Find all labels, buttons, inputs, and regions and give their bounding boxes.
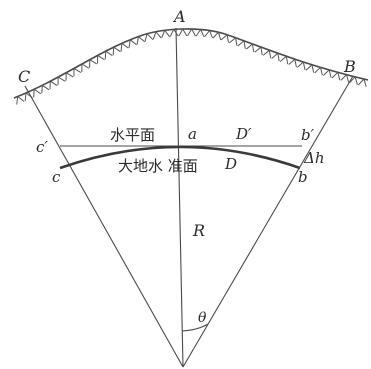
terrain-hatch-tick bbox=[331, 71, 339, 79]
label-geoid: 大地水 准面 bbox=[118, 157, 198, 175]
terrain-hatch-tick bbox=[323, 69, 330, 76]
terrain-hatch-tick bbox=[302, 61, 306, 71]
terrain-hatch-tick bbox=[129, 39, 137, 46]
terrain-hatch-tick bbox=[17, 96, 25, 102]
terrain-hatch-tick bbox=[73, 67, 82, 74]
terrain-hatch-tick bbox=[268, 50, 272, 59]
radial-line-oc bbox=[24, 85, 184, 368]
terrain-hatch-tick bbox=[113, 46, 121, 53]
terrain-hatch-tick bbox=[155, 31, 162, 39]
terrain-hatch-tick bbox=[65, 72, 74, 78]
terrain-hatch-tick bbox=[138, 36, 145, 43]
terrain-hatch-tick bbox=[245, 43, 253, 50]
terrain-hatch-tick bbox=[41, 85, 43, 94]
label-point-b-prime: b′ bbox=[301, 126, 315, 144]
angle-arc bbox=[181, 323, 209, 332]
terrain-hatch-tick bbox=[146, 33, 154, 40]
terrain-hatch-tick bbox=[297, 61, 304, 68]
terrain-hatch-tick bbox=[220, 34, 228, 41]
terrain-hatch-tick bbox=[187, 28, 193, 37]
terrain-hatch-tick bbox=[337, 72, 341, 81]
terrain-hatch-tick bbox=[229, 37, 236, 44]
terrain-hatch-tick bbox=[97, 54, 105, 61]
label-distance-D: D bbox=[224, 155, 237, 173]
terrain-hatch-tick bbox=[363, 78, 367, 87]
terrain-hatch-tick bbox=[279, 55, 287, 62]
terrain-hatch-tick bbox=[161, 30, 166, 38]
terrain-hatch-tick bbox=[209, 30, 213, 39]
terrain-hatch-tick bbox=[178, 28, 184, 37]
label-point-B: B bbox=[343, 57, 356, 76]
terrain-hatch-tick bbox=[33, 88, 42, 95]
terrain-hatch-tick bbox=[182, 28, 188, 37]
terrain-hatch-tick bbox=[346, 74, 350, 83]
terrain-hatch-tick bbox=[314, 66, 321, 74]
terrain-hatch-tick bbox=[285, 56, 289, 65]
terrain-hatch-tick bbox=[136, 36, 139, 45]
terrain-hatch-tick bbox=[349, 76, 356, 84]
terrain-hatch-tick bbox=[320, 67, 323, 76]
geoid-arc bbox=[59, 145, 301, 170]
terrain-hatch-tick bbox=[105, 50, 113, 57]
terrain-hatch-tick bbox=[204, 30, 210, 38]
terrain-hatch-tick bbox=[254, 46, 262, 53]
terrain-hatch-tick bbox=[57, 76, 66, 82]
terrain-hatch-tick bbox=[212, 31, 219, 39]
terrain-hatch-tick bbox=[144, 33, 148, 42]
label-radius-R: R bbox=[192, 221, 205, 240]
terrain-hatch-tick bbox=[169, 29, 175, 37]
terrain-hatch-tick bbox=[121, 42, 129, 49]
terrain-hatching bbox=[16, 28, 367, 105]
terrain-hatch-tick bbox=[33, 89, 35, 98]
terrain-hatch-tick bbox=[164, 29, 170, 38]
terrain-hatch-tick bbox=[271, 52, 279, 59]
terrain-hatch-tick bbox=[277, 53, 280, 62]
terrain-hatch-tick bbox=[200, 29, 205, 38]
label-distance-D-prime: D′ bbox=[235, 125, 252, 143]
terrain-hatch-tick bbox=[340, 74, 347, 81]
terrain-hatch-tick bbox=[89, 59, 97, 65]
label-point-A: A bbox=[172, 7, 186, 26]
label-point-C: C bbox=[18, 67, 30, 86]
label-point-c-prime: c′ bbox=[36, 138, 48, 156]
terrain-surface bbox=[13, 28, 369, 99]
terrain-hatch-tick bbox=[81, 63, 90, 69]
label-horizontal-plane: 水平面 bbox=[110, 126, 155, 144]
label-point-c: c bbox=[52, 168, 61, 186]
terrain-hatch-tick bbox=[243, 40, 246, 49]
terrain-hatch-tick bbox=[128, 39, 131, 48]
radial-line-oa bbox=[175, 27, 184, 368]
terrain-hatch-tick bbox=[294, 59, 297, 68]
terrain-hatch-tick bbox=[152, 31, 157, 40]
terrain-hatch-tick bbox=[50, 80, 58, 87]
terrain-hatch-tick bbox=[311, 64, 315, 73]
radial-line-ob bbox=[182, 75, 354, 368]
label-point-a: a bbox=[188, 125, 197, 143]
terrain-hatch-tick bbox=[112, 47, 115, 56]
terrain-hatch-tick bbox=[217, 32, 222, 41]
terrain-hatch-tick bbox=[191, 28, 196, 37]
terrain-hatch-tick bbox=[237, 40, 245, 47]
terrain-hatch-tick bbox=[42, 84, 50, 91]
terrain-hatch-tick bbox=[354, 76, 358, 85]
label-angle-theta: θ bbox=[198, 310, 207, 326]
terrain-hatch-tick bbox=[16, 96, 19, 105]
terrain-hatch-tick bbox=[260, 47, 263, 56]
label-delta-h: Δh bbox=[303, 149, 325, 167]
label-point-b: b bbox=[298, 168, 308, 186]
terrain-hatch-tick bbox=[288, 58, 296, 65]
terrain-hatch-tick bbox=[328, 69, 332, 78]
terrain-hatch-tick bbox=[226, 34, 229, 43]
terrain-hatch-tick bbox=[251, 43, 255, 52]
terrain-hatch-tick bbox=[120, 43, 123, 52]
terrain-hatch-tick bbox=[235, 37, 238, 46]
terrain-hatch-tick bbox=[305, 64, 313, 71]
terrain-hatch-tick bbox=[24, 92, 27, 102]
terrain-hatch-tick bbox=[195, 29, 202, 37]
terrain-hatch-tick bbox=[262, 49, 270, 56]
terrain-hatch-tick bbox=[358, 78, 365, 86]
